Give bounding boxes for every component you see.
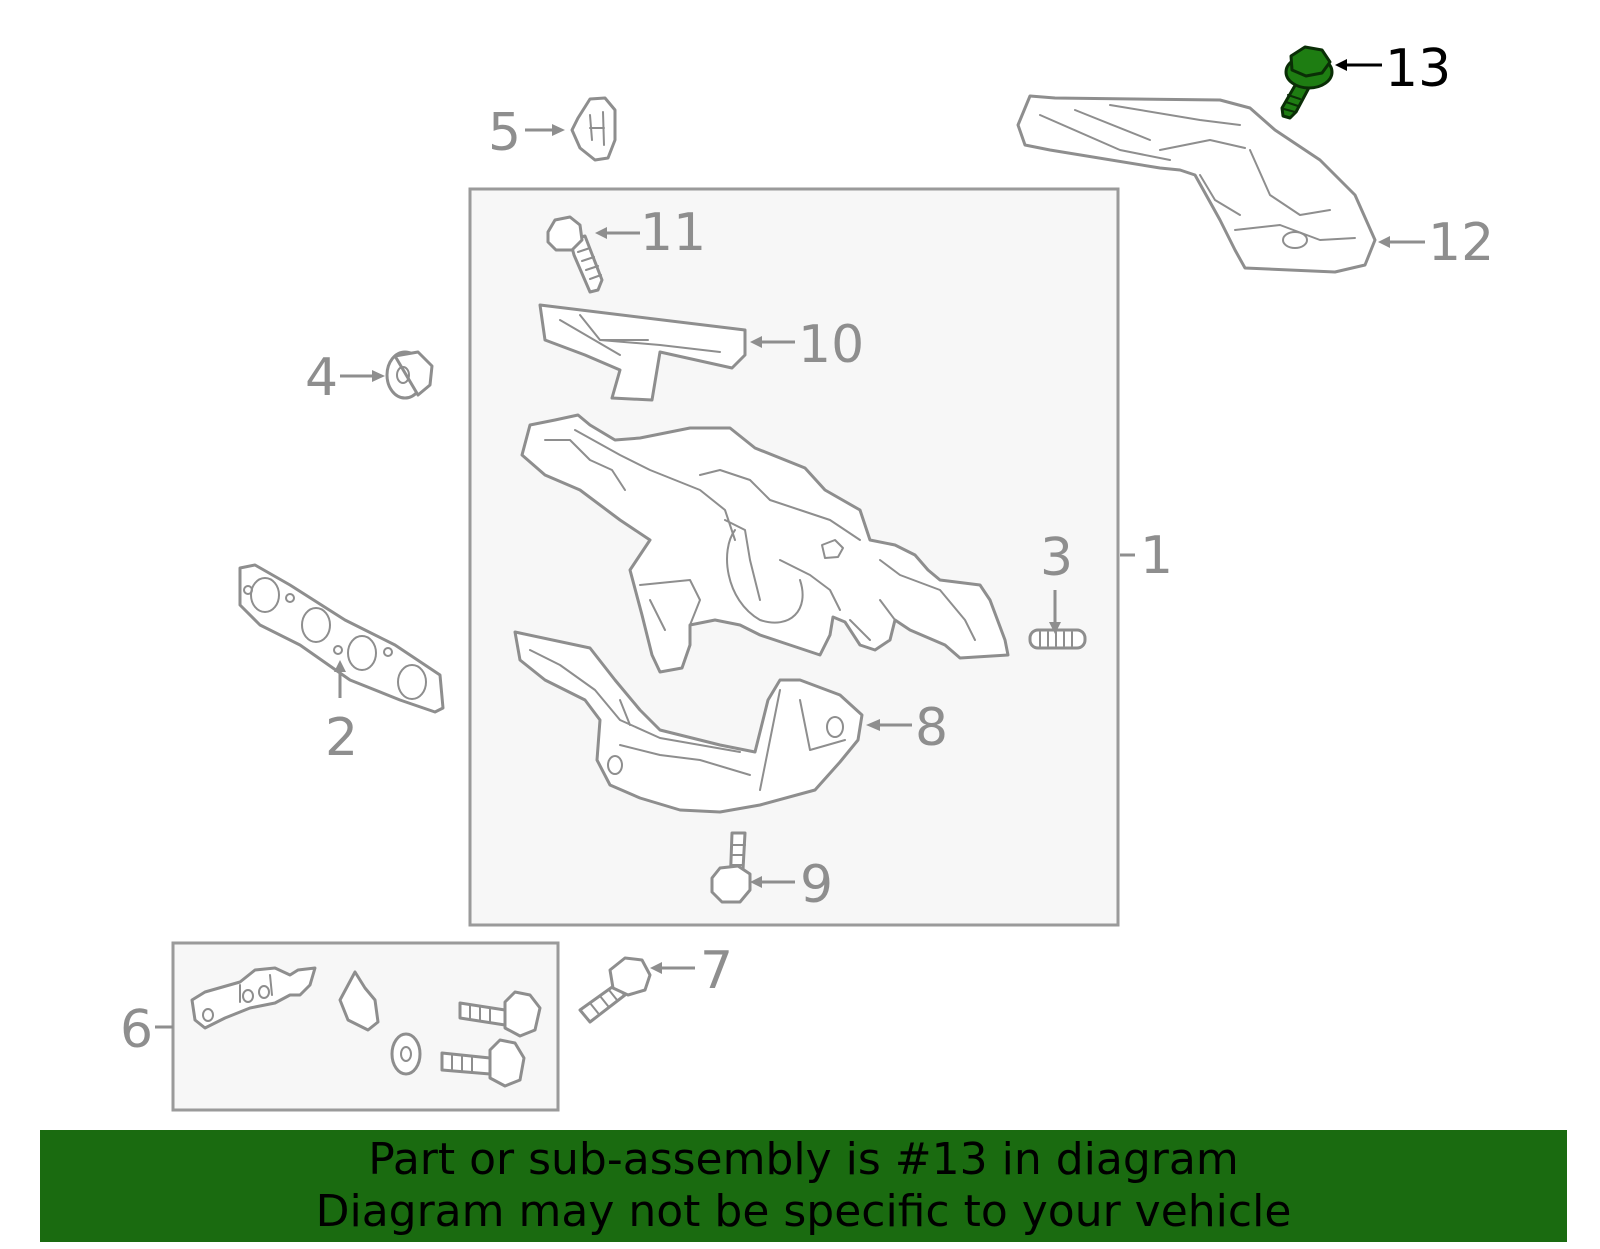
part-1-exhaust-manifold[interactable] xyxy=(520,413,1010,674)
part-3-stud[interactable] xyxy=(1028,628,1087,650)
part-12-heat-shield[interactable] xyxy=(1016,94,1377,274)
callout-9: 9 xyxy=(800,855,833,915)
callout-8: 8 xyxy=(915,698,948,758)
banner-line-disclaimer: Diagram may not be specific to your vehi… xyxy=(315,1186,1292,1237)
callout-2: 2 xyxy=(325,708,358,768)
leader-lines xyxy=(155,59,1425,1029)
callout-13-highlighted: 13 xyxy=(1385,39,1451,99)
part-9-bolt[interactable] xyxy=(710,831,752,904)
part-11-bolt[interactable] xyxy=(546,215,604,294)
part-7-bolt[interactable] xyxy=(578,956,652,1024)
callout-10: 10 xyxy=(798,315,864,375)
part-6-bracket-kit[interactable] xyxy=(190,966,542,1088)
callout-1: 1 xyxy=(1140,526,1173,586)
callout-5: 5 xyxy=(488,103,521,163)
callout-labels: 1 2 3 4 5 6 7 8 9 10 11 12 13 xyxy=(120,39,1494,1060)
banner-line-part-number: Part or sub-assembly is #13 in diagram xyxy=(368,1134,1239,1185)
callout-3: 3 xyxy=(1040,528,1073,588)
part-8-lower-shield[interactable] xyxy=(513,630,864,814)
callout-6: 6 xyxy=(120,1000,153,1060)
callout-4: 4 xyxy=(305,348,338,408)
part-2-gasket[interactable] xyxy=(238,563,445,714)
part-4-nut[interactable] xyxy=(385,350,434,400)
part-10-upper-shield[interactable] xyxy=(538,303,747,402)
info-banner: Part or sub-assembly is #13 in diagram D… xyxy=(40,1130,1567,1242)
part-13-bolt-highlighted[interactable] xyxy=(1280,45,1334,120)
callout-12: 12 xyxy=(1428,213,1494,273)
callout-11: 11 xyxy=(640,203,706,263)
callout-7: 7 xyxy=(700,941,733,1001)
part-5-clip[interactable] xyxy=(570,96,617,162)
